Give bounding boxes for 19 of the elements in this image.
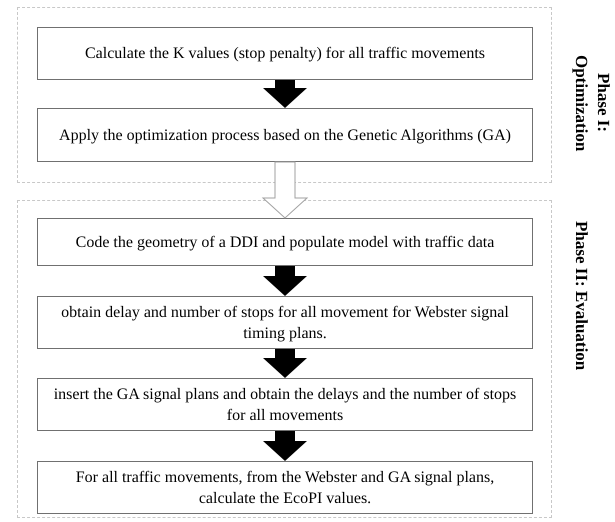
process-box bbox=[37, 218, 533, 266]
process-box bbox=[37, 378, 533, 431]
process-box bbox=[37, 296, 533, 349]
process-box bbox=[37, 108, 533, 162]
process-box bbox=[37, 461, 533, 514]
step-text: Calculate the K values (stop penalty) for all traffic movements bbox=[84, 44, 485, 64]
phase-label: Phase I: Optimization bbox=[571, 54, 614, 154]
block-arrow bbox=[263, 431, 307, 461]
step-text: insert the GA signal plans and obtain the delays and the number of stops for all movements bbox=[52, 384, 518, 426]
phase-label: Phase II: Evaluation bbox=[571, 221, 592, 370]
block-arrow bbox=[263, 266, 307, 296]
step-text: Apply the optimization process based on the Genetic Algorithms (GA) bbox=[59, 126, 511, 146]
block-arrow bbox=[263, 349, 307, 378]
block-arrow bbox=[263, 80, 307, 108]
hollow-block-arrow bbox=[262, 162, 308, 219]
step-text: Code the geometry of a DDI and populate model with traffic data bbox=[76, 232, 494, 252]
step-text: For all traffic movements, from the Webster and GA signal plans, calculate the EcoPI values. bbox=[74, 468, 496, 508]
step-text: obtain delay and number of stops for all movement for Webster signal timing plans. bbox=[60, 302, 510, 344]
process-box bbox=[37, 27, 533, 80]
